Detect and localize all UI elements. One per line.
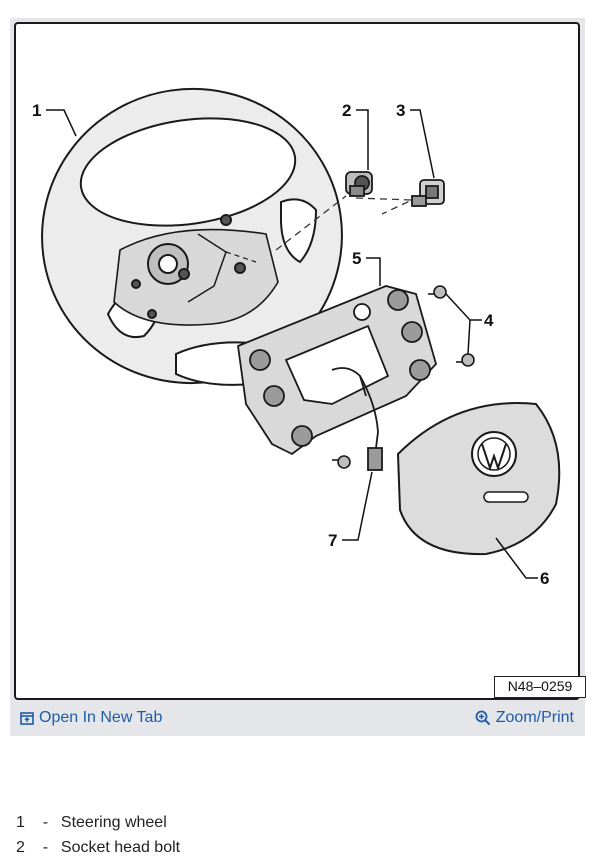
exploded-diagram: 1 2 3 5 bbox=[14, 22, 586, 700]
legend-text: Socket head bolt bbox=[60, 839, 181, 856]
legend-separator: - bbox=[42, 839, 49, 856]
legend-number: 2 bbox=[16, 839, 25, 856]
figure-code: N48–0259 bbox=[494, 676, 586, 698]
legend-separator: - bbox=[42, 814, 49, 831]
parts-legend: 1 - Steering wheel 2 - Socket head bolt bbox=[16, 810, 180, 860]
legend-number: 1 bbox=[16, 814, 25, 831]
wiring-connector-drawing bbox=[359, 375, 383, 471]
zoom-print-label: Zoom/Print bbox=[495, 709, 574, 726]
open-new-tab-label: Open In New Tab bbox=[39, 709, 163, 726]
callout-1: 1 bbox=[32, 101, 41, 120]
open-new-tab-icon bbox=[20, 711, 34, 725]
mounting-bracket-drawing bbox=[237, 285, 438, 456]
bolts-4-drawing bbox=[332, 285, 475, 469]
legend-text: Steering wheel bbox=[60, 814, 167, 831]
callout-7: 7 bbox=[328, 531, 337, 550]
legend-item: 2 - Socket head bolt bbox=[16, 835, 180, 860]
zoom-print-button[interactable]: Zoom/Print bbox=[469, 709, 580, 727]
callout-5: 5 bbox=[352, 249, 361, 268]
callout-3: 3 bbox=[396, 101, 405, 120]
figure-toolbar: Open In New Tab Zoom/Print bbox=[14, 704, 580, 732]
legend-item: 1 - Steering wheel bbox=[16, 810, 180, 835]
callout-6: 6 bbox=[540, 569, 549, 588]
callout-4: 4 bbox=[484, 311, 494, 330]
open-new-tab-button[interactable]: Open In New Tab bbox=[14, 709, 168, 727]
zoom-in-icon bbox=[475, 710, 491, 726]
airbag-unit-drawing bbox=[396, 402, 561, 556]
callout-2: 2 bbox=[342, 101, 351, 120]
bolt-3-drawing bbox=[411, 179, 445, 207]
socket-head-bolt-drawing bbox=[345, 171, 373, 197]
steering-wheel-diagram: 1 2 3 5 bbox=[32, 87, 561, 588]
